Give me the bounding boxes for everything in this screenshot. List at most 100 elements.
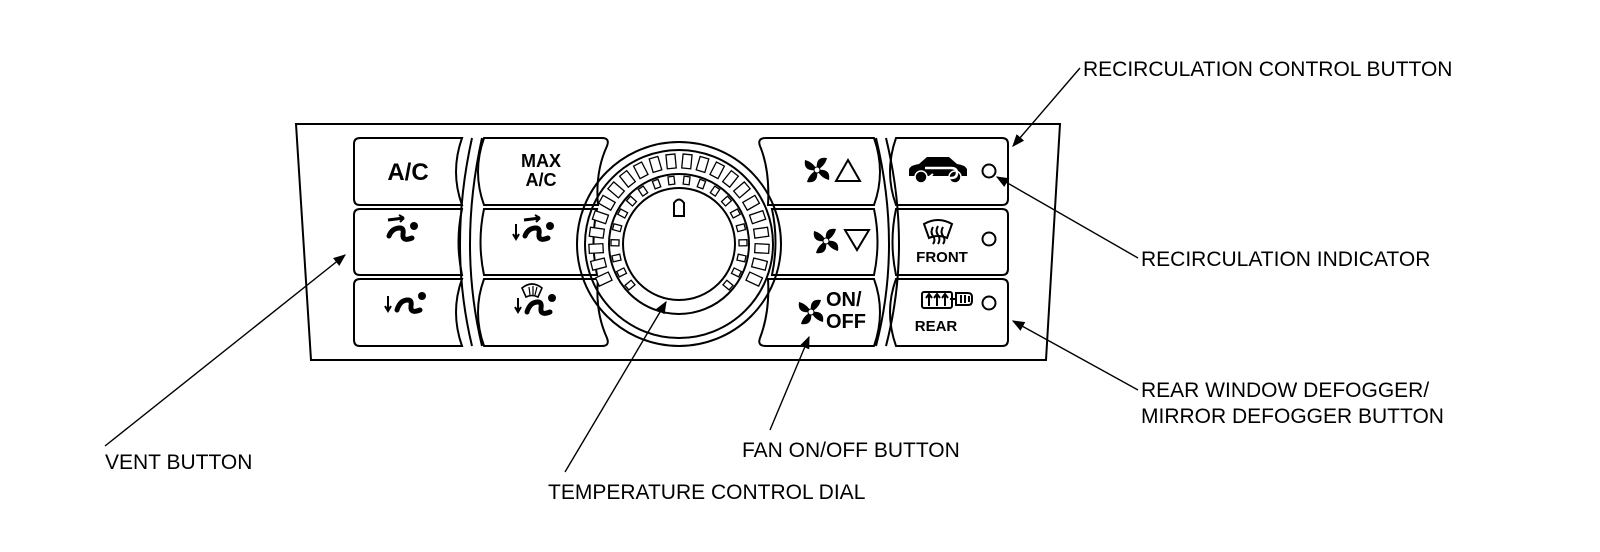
front-defroster-button[interactable] (891, 208, 1009, 276)
fan-off-label: OFF (826, 311, 866, 333)
rear-defogger-indicator (981, 295, 997, 311)
right-arc-inner (875, 137, 890, 347)
vent-button[interactable] (353, 208, 464, 276)
dial-segment (667, 175, 676, 186)
dial-segment (610, 239, 620, 247)
dial-segment (732, 181, 752, 199)
fan-on-off-leader (769, 335, 810, 431)
dial-segment (735, 222, 747, 233)
fan-on-label: ON/ (826, 289, 862, 311)
max-ac-button[interactable] (477, 137, 609, 206)
vent-button-leader (104, 254, 346, 447)
dial-segment (753, 242, 770, 255)
rear-defogger-button[interactable] (889, 278, 1009, 347)
fan-on-off-button[interactable] (758, 278, 881, 347)
dial-segment (594, 271, 613, 288)
fan-icon (798, 299, 824, 325)
fan-icon (804, 157, 830, 183)
dial-segment (729, 208, 742, 219)
bi-level-button[interactable] (479, 208, 599, 276)
dial-segment (591, 209, 610, 225)
left-button-grid: A/C MAX A/C (353, 137, 609, 347)
recirculation-indicator (981, 163, 997, 179)
floor-mode-icon (384, 292, 426, 314)
rear-defogger-leader (1011, 320, 1139, 391)
dial-segment (589, 257, 608, 271)
vent-button-callout: VENT BUTTON (105, 451, 252, 474)
vent-mode-icon (386, 214, 418, 242)
fan-icon (813, 228, 839, 254)
dial-segment (721, 169, 740, 189)
dial-outer-segments (588, 153, 770, 288)
dial-segment (637, 185, 649, 197)
rear-defogger-callout-line1: REAR WINDOW DEFOGGER/ (1141, 379, 1429, 402)
dial-segment (682, 175, 691, 186)
recirculation-car-icon (909, 157, 967, 184)
temperature-control-dial-callout: TEMPERATURE CONTROL DIAL (548, 481, 865, 504)
dial-segment (741, 194, 761, 212)
mirror-defrost-icon (950, 292, 973, 306)
fan-down-triangle-icon (843, 229, 871, 252)
dial-segment (745, 271, 764, 288)
rear-defogger-callout-line2: MIRROR DEFOGGER BUTTON (1141, 405, 1444, 428)
max-label-line1: MAX (521, 151, 561, 171)
recirculation-control-leader (1012, 67, 1081, 147)
dial-segment (752, 226, 770, 239)
left-arc-outer (459, 137, 473, 347)
dial-outer-ring (576, 141, 782, 347)
dial-segment (722, 279, 734, 291)
floor-defrost-mode-icon (514, 283, 556, 316)
rear-defogger-label: REAR (915, 318, 958, 335)
dial-segment (606, 181, 626, 199)
dial-segment (632, 161, 649, 180)
temperature-dial-leader (564, 300, 667, 473)
dial-segment (748, 209, 767, 225)
dial-outer-ring-2 (584, 149, 774, 339)
dial-segment (625, 195, 638, 207)
recirculation-indicator-callout: RECIRCULATION INDICATOR (1141, 248, 1430, 271)
fan-up-button[interactable] (758, 137, 881, 206)
floor-button[interactable] (353, 278, 464, 347)
right-button-grid: ON/ OFF FRONT REAR (758, 137, 1009, 347)
dial-segment (624, 279, 636, 291)
fan-up-triangle-icon (834, 157, 862, 182)
dial-segment (611, 222, 623, 233)
front-defrost-icon (922, 219, 954, 245)
fan-on-off-button-callout: FAN ON/OFF BUTTON (742, 439, 960, 462)
dial-segment (738, 239, 748, 247)
temperature-control-dial[interactable] (576, 141, 782, 347)
bi-level-mode-icon (512, 214, 554, 242)
dial-segment (720, 195, 733, 207)
recirculation-control-button[interactable] (889, 137, 1009, 206)
ac-button-label: A/C (387, 159, 428, 186)
front-defroster-label: FRONT (916, 249, 968, 266)
dial-segment (750, 257, 769, 271)
dial-segment (730, 267, 743, 278)
dial-segment (616, 208, 629, 219)
dial-segment (651, 178, 662, 190)
dial-pointer (673, 198, 685, 217)
front-defroster-indicator (981, 231, 997, 247)
panel-bezel (294, 123, 1062, 361)
dial-segment (736, 253, 747, 263)
max-label-line2: A/C (526, 170, 557, 190)
dial-segment (615, 267, 628, 278)
dial-segment (588, 226, 606, 239)
dial-segment (665, 153, 677, 170)
ac-button[interactable] (353, 137, 464, 206)
dial-segment (696, 178, 707, 190)
dial-segment (709, 185, 721, 197)
dial-segment (618, 169, 637, 189)
recirculation-indicator-leader (995, 176, 1139, 259)
dial-middle-ring (608, 173, 750, 315)
dial-knob[interactable] (622, 187, 736, 301)
dial-segment (695, 155, 710, 174)
dial-segment (648, 155, 663, 174)
dial-segment (709, 161, 726, 180)
dial-segment (681, 153, 693, 170)
callout-lines (104, 67, 1139, 473)
recirculation-control-button-callout: RECIRCULATION CONTROL BUTTON (1083, 58, 1452, 81)
right-arc-outer (885, 137, 900, 347)
fan-down-button[interactable] (770, 208, 879, 276)
